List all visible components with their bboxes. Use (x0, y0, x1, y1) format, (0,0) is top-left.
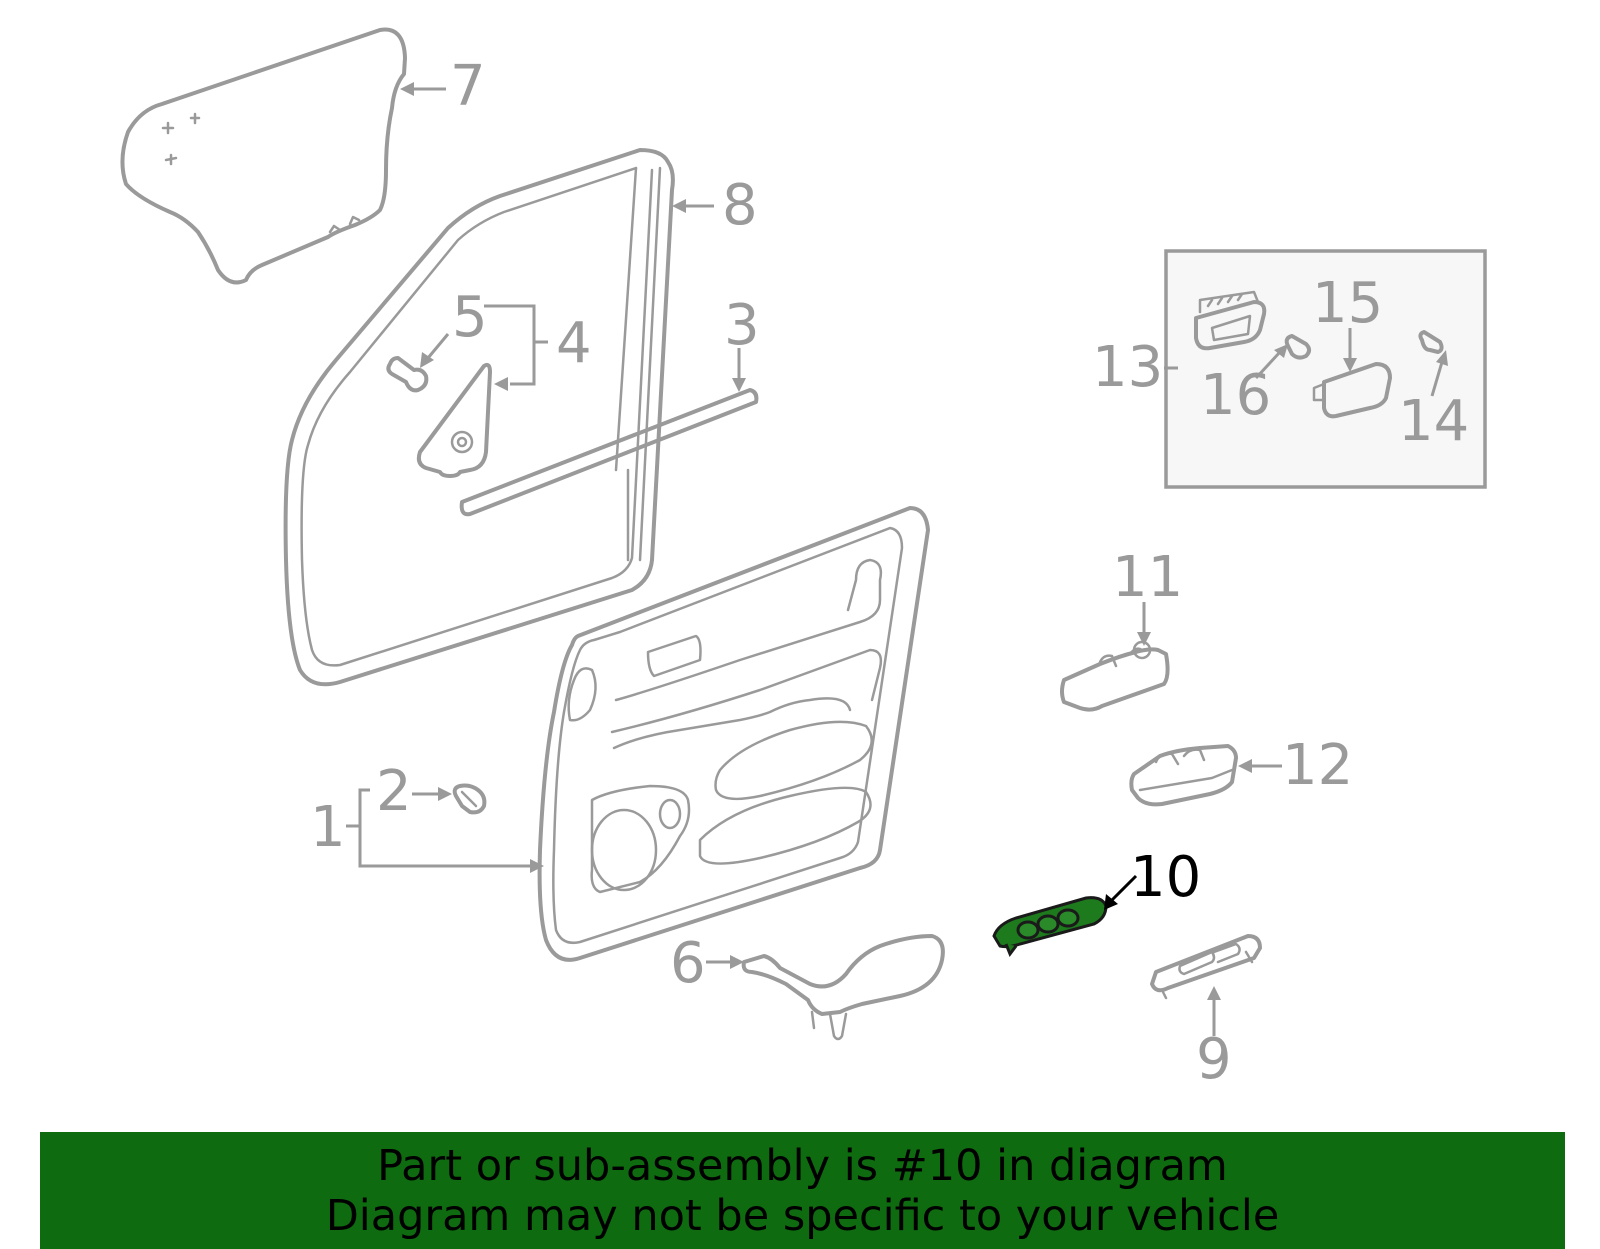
callout-14: 14 (1398, 389, 1469, 454)
callout-10-highlighted: 10 (1130, 845, 1201, 910)
callout-12: 12 (1282, 733, 1353, 798)
callout-4: 4 (556, 311, 592, 376)
part-7-door-glass (120, 27, 407, 285)
part-8-weatherstrip (283, 148, 675, 687)
banner-line-1: Part or sub-assembly is #10 in diagram (377, 1141, 1228, 1191)
info-banner: Part or sub-assembly is #10 in diagram D… (40, 1132, 1565, 1249)
part-10-switch-highlighted (992, 896, 1108, 958)
callout-8: 8 (722, 173, 758, 238)
callout-6: 6 (670, 931, 706, 996)
callout-1: 1 (310, 795, 346, 860)
kit-box-13 (1164, 249, 1487, 489)
callout-13: 13 (1092, 335, 1163, 400)
part-11-switch (1060, 640, 1170, 712)
part-9-switch-bezel (1150, 934, 1262, 1000)
callout-11: 11 (1112, 545, 1183, 610)
part-5-clip (386, 356, 429, 393)
part-13-handle-kit (1194, 290, 1267, 351)
part-15-handle (1312, 362, 1392, 419)
part-16-small-clip (1284, 334, 1311, 360)
part-1-door-trim-panel (537, 506, 930, 962)
callout-16: 16 (1200, 363, 1271, 428)
callout-9: 9 (1196, 1027, 1232, 1092)
callout-3: 3 (724, 293, 760, 358)
part-6-armrest (741, 934, 945, 1041)
callout-7: 7 (450, 54, 486, 119)
part-3-belt-moulding (459, 388, 759, 517)
part-14-spring-clip (1418, 330, 1444, 354)
part-2-fastener (452, 783, 487, 815)
leader-lines (346, 82, 1448, 1036)
part-4-mirror-cover (416, 362, 492, 478)
callout-2: 2 (376, 759, 412, 824)
callout-5: 5 (452, 285, 488, 350)
part-12-switch-assembly (1129, 744, 1238, 807)
callout-15: 15 (1312, 271, 1383, 336)
callout-labels: 7 8 5 4 3 2 1 6 11 12 9 13 16 15 14 10 (310, 54, 1469, 1092)
banner-line-2: Diagram may not be specific to your vehi… (325, 1191, 1280, 1241)
